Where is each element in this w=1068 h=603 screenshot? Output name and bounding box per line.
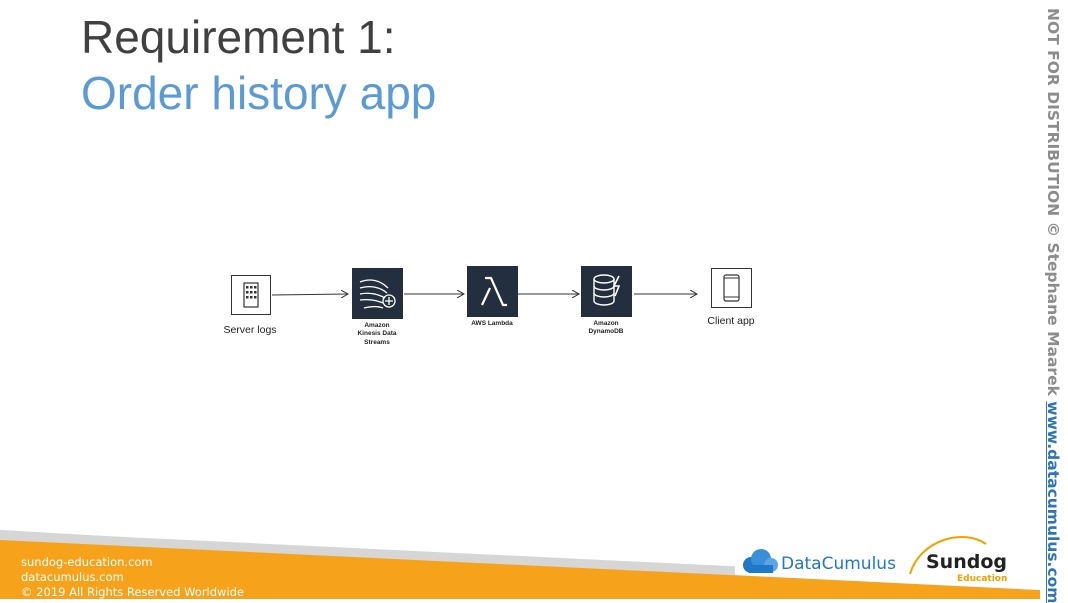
server-logs-icon (243, 282, 259, 308)
dynamodb-node (581, 266, 632, 317)
sundog-logo: Sundog (926, 551, 1007, 573)
dynamodb-label-line2: DynamoDB (588, 328, 624, 336)
kinesis-label: Amazon Kinesis Data Streams (337, 322, 417, 347)
footer-datacumulus-url[interactable]: datacumulus.com (21, 570, 124, 584)
server-logs-label: Server logs (223, 324, 277, 336)
dynamodb-icon (593, 274, 621, 306)
lambda-label: AWS Lambda (471, 320, 513, 327)
client-app-node (711, 268, 752, 308)
dynamodb-label: Amazon DynamoDB (566, 320, 646, 337)
kinesis-node (352, 268, 403, 319)
sundog-logo-subtitle: Education (957, 574, 1008, 584)
dynamodb-label-line1: Amazon (593, 320, 619, 327)
kinesis-label-line2: Kinesis Data (357, 330, 397, 338)
slide-title-line1: Requirement 1: (81, 11, 396, 63)
datacumulus-cloud-icon (743, 549, 778, 573)
mobile-phone-icon (723, 274, 740, 302)
footer-sundog-url[interactable]: sundog-education.com (21, 555, 153, 569)
server-logs-node (231, 275, 271, 315)
client-app-label: Client app (707, 315, 755, 327)
kinesis-data-streams-icon (359, 279, 396, 309)
kinesis-label-line1: Amazon (364, 322, 390, 329)
slide-title-line2: Order history app (81, 67, 437, 119)
lambda-node (467, 266, 518, 317)
arrow-logs-to-kinesis (271, 294, 348, 295)
footer-copyright: © 2019 All Rights Reserved Worldwide (21, 585, 245, 599)
sundog-arc-icon (909, 536, 987, 575)
lambda-icon (481, 276, 507, 307)
datacumulus-logo: DataCumulus (781, 554, 896, 574)
kinesis-label-line3: Streams (364, 338, 390, 346)
